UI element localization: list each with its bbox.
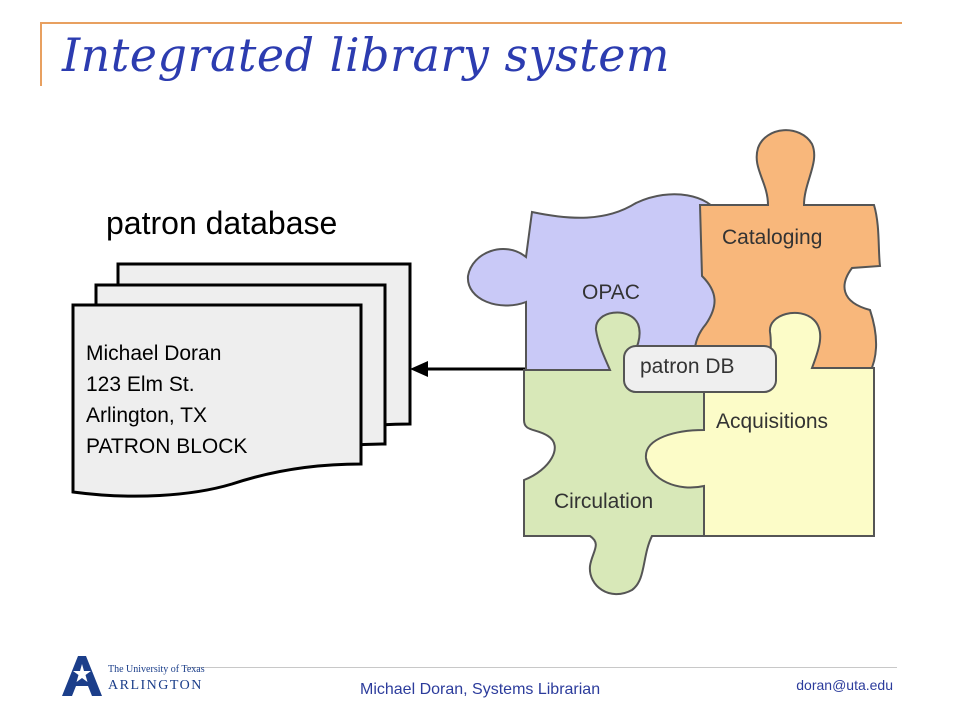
opac-label: OPAC [582, 281, 640, 304]
cataloging-label: Cataloging [722, 226, 823, 249]
record-line-name: Michael Doran [86, 342, 222, 365]
uta-logo: The University of Texas ARLINGTON [58, 654, 208, 704]
slide-title: Integrated library system [62, 28, 671, 82]
acquisitions-label: Acquisitions [716, 410, 829, 433]
uta-logo-line2: ARLINGTON [108, 678, 203, 693]
uta-logo-line1: The University of Texas [108, 664, 205, 675]
footer-author: Michael Doran, Systems Librarian [360, 681, 601, 698]
record-sheet-front [71, 303, 363, 498]
circulation-label: Circulation [554, 490, 654, 513]
patron-record: Michael Doran 123 Elm St. Arlington, TX … [86, 338, 247, 462]
record-line-street: 123 Elm St. [86, 373, 195, 396]
title-frame-left [40, 22, 42, 86]
record-line-city: Arlington, TX [86, 404, 208, 427]
footer-rule [185, 667, 897, 668]
patron-db-label: patron DB [640, 355, 735, 378]
record-line-block: PATRON BLOCK [86, 435, 248, 458]
patron-record-stack [71, 262, 412, 498]
patron-database-heading: patron database [106, 205, 338, 241]
patron-db-tag [623, 345, 777, 393]
footer-email: doran@uta.edu [796, 677, 893, 693]
uta-a-star-icon [62, 656, 102, 696]
title-frame-top [40, 22, 902, 24]
cataloging-puzzle-piece [693, 129, 882, 373]
